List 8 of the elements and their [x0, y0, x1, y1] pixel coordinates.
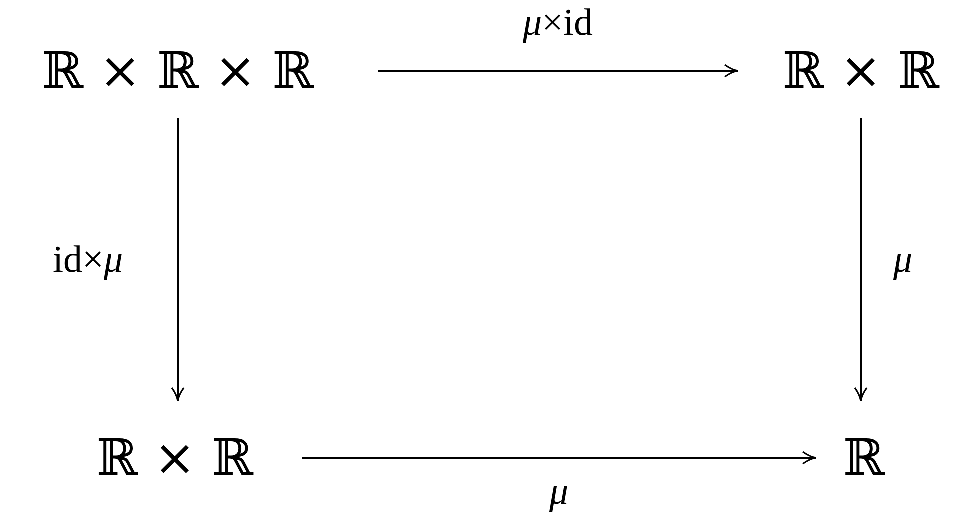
math-expression: ℝ × ℝ × ℝ — [0, 40, 356, 102]
edge-label: μ×id — [522, 1, 594, 45]
edge-label: μ — [893, 238, 913, 282]
edge-label: μ — [549, 470, 569, 512]
math-expression: ℝ — [834, 427, 894, 489]
math-expression: ℝ × ℝ — [756, 40, 966, 102]
math-expression: ℝ × ℝ — [70, 427, 280, 489]
edge-label: id×μ — [52, 238, 124, 282]
